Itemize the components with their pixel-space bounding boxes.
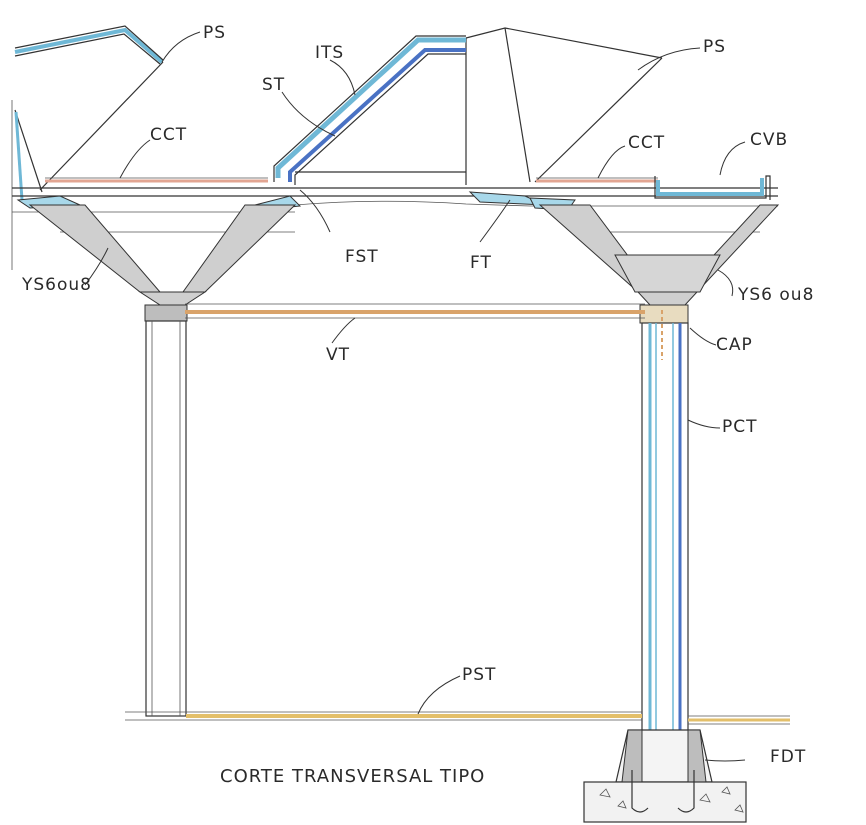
left-roof-panel [11,25,164,270]
label-ys-right: YS6 ou8 [737,285,814,305]
label-its: ITS [315,43,344,63]
label-ys-left: YS6ou8 [21,275,92,295]
left-edge-blue [14,111,24,201]
cvb-gutter [656,178,764,196]
central-skylight [273,35,466,185]
label-fst: FST [345,247,379,267]
label-cct-left: CCT [150,125,187,145]
label-ft: FT [470,253,492,273]
leader-lines [84,31,746,762]
label-cap: CAP [716,335,753,355]
right-y-support [538,204,780,324]
label-cct-right: CCT [628,133,665,153]
label-cvb: CVB [750,130,788,150]
right-roof-panel [465,27,663,185]
pst-floor [125,711,790,725]
vt-beam [185,303,645,319]
label-pct: PCT [722,417,758,437]
right-column [641,310,689,784]
skylight-blue-outer [275,37,466,178]
label-pst: PST [462,665,496,685]
label-fdt: FDT [770,747,806,767]
drawing-title: CORTE TRANSVERSAL TIPO [220,766,485,787]
skylight-blue-inner [288,48,466,182]
left-column [145,320,187,717]
left-y-support [28,204,297,322]
label-ps-right: PS [703,37,726,57]
foundation [583,729,747,823]
label-ps-left: PS [203,23,226,43]
left-roof-blue-flashing [14,27,164,64]
label-st: ST [262,75,285,95]
top-deck [12,175,778,233]
label-vt: VT [326,345,350,365]
labels: PS PS ITS ST CCT CCT CVB FST FT YS6ou8 Y… [21,23,814,787]
